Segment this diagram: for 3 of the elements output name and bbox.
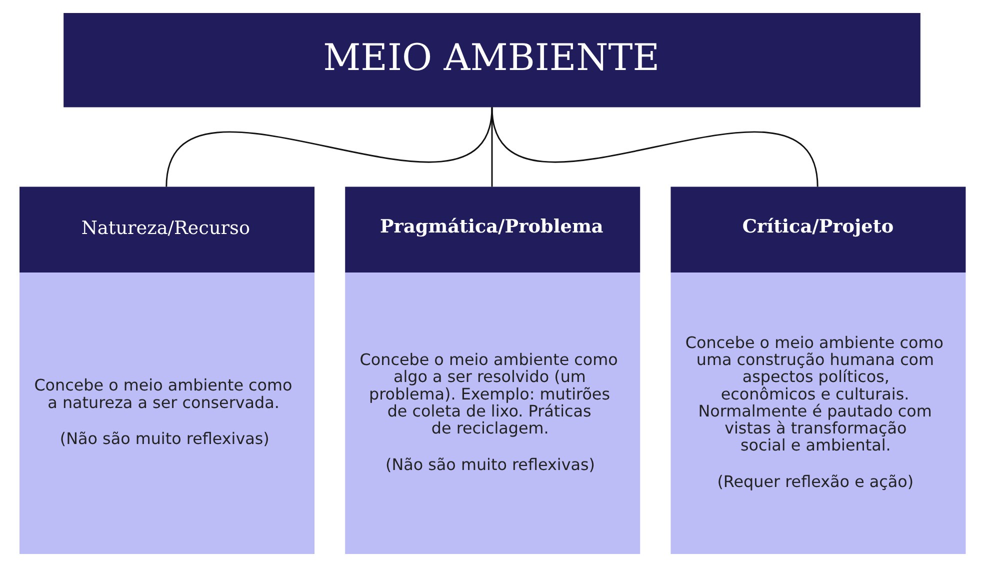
node-box: MEIO AMBIENTE [64,12,920,108]
connector [491,107,818,187]
connector [166,107,493,187]
